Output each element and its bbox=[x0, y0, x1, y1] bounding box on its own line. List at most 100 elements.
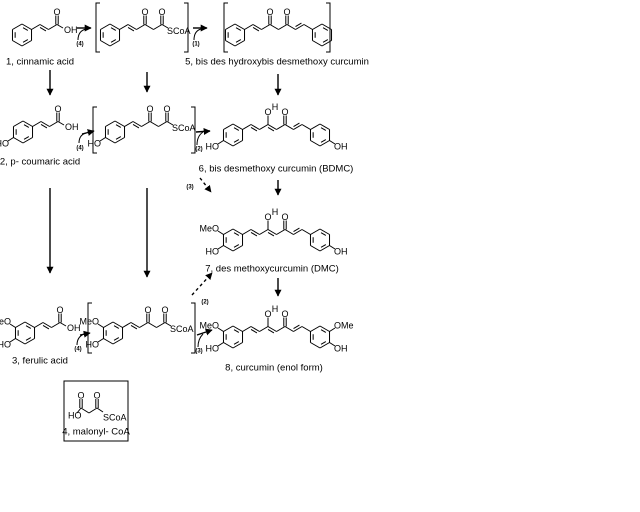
bond bbox=[124, 121, 134, 127]
double-bond bbox=[252, 26, 260, 32]
double-bond bbox=[293, 229, 303, 235]
double-bond bbox=[127, 26, 135, 32]
benzene-ring-bond bbox=[232, 123, 243, 130]
bracket-left bbox=[95, 2, 100, 53]
benzene-ring-bond bbox=[320, 139, 327, 143]
double-bond bbox=[250, 124, 260, 130]
atom-label: O bbox=[264, 309, 271, 319]
double-bond bbox=[42, 322, 52, 328]
double-bond bbox=[267, 326, 277, 332]
atom-label: O bbox=[266, 7, 273, 17]
benzene-ring-bond bbox=[115, 136, 122, 140]
benzene-ring-bond bbox=[223, 245, 234, 252]
benzene-ring-bond bbox=[105, 137, 116, 144]
atom-label: O bbox=[264, 107, 271, 117]
bond bbox=[49, 121, 59, 127]
double-bond bbox=[39, 24, 49, 30]
benzene-ring-bond bbox=[25, 337, 32, 341]
bond bbox=[80, 407, 90, 414]
benzene-ring-bond bbox=[100, 23, 111, 30]
bond bbox=[242, 124, 252, 130]
atom-label: O bbox=[281, 309, 288, 319]
benzene-ring-bond bbox=[310, 228, 321, 235]
bond bbox=[122, 322, 132, 328]
bond bbox=[217, 230, 224, 235]
bond bbox=[259, 124, 269, 130]
atom-label: O bbox=[144, 305, 151, 315]
benzene-ring-bond bbox=[320, 341, 327, 345]
bond bbox=[242, 229, 252, 235]
bond bbox=[276, 124, 286, 130]
benzene-ring-bond bbox=[319, 325, 330, 332]
label-curcumin: 8, curcumin (enol form) bbox=[225, 363, 323, 374]
benzene-ring-bond bbox=[13, 137, 24, 144]
bond bbox=[56, 24, 64, 29]
benzene-ring-bond bbox=[322, 39, 329, 43]
bond bbox=[278, 24, 288, 30]
bond bbox=[32, 121, 42, 127]
double-bond bbox=[250, 231, 258, 237]
atom-label: HO bbox=[88, 138, 102, 148]
benzene-ring-bond bbox=[312, 23, 323, 30]
benzene-ring-bond bbox=[113, 325, 120, 329]
label-ferulic-acid: 3, ferulic acid bbox=[12, 356, 68, 367]
benzene-ring-bond bbox=[234, 40, 245, 47]
double-bond bbox=[293, 227, 300, 233]
benzene-ring-bond bbox=[232, 342, 243, 349]
atom-label: O bbox=[281, 107, 288, 117]
benzene-ring-bond bbox=[22, 39, 29, 43]
hydrogen-bond-label: H bbox=[272, 207, 279, 217]
double-bond bbox=[42, 324, 50, 330]
atom-label: O bbox=[77, 390, 84, 400]
bracket-right bbox=[326, 2, 331, 53]
hydrogen-bond-label: H bbox=[272, 102, 279, 112]
atom-label: O bbox=[53, 7, 60, 17]
atom-label: O bbox=[163, 104, 170, 114]
bond bbox=[259, 229, 269, 235]
bond bbox=[284, 229, 294, 235]
bracket-left bbox=[87, 302, 92, 354]
bond bbox=[139, 322, 149, 328]
step-label: (4) bbox=[74, 347, 81, 353]
reaction-arrow bbox=[196, 328, 213, 336]
benzene-ring-bond bbox=[310, 325, 321, 332]
benzene-ring-bond bbox=[322, 27, 329, 31]
benzene-ring-bond bbox=[21, 23, 32, 30]
double-bond bbox=[293, 326, 303, 332]
benzene-ring-bond bbox=[24, 338, 35, 345]
step-label: (3) bbox=[195, 349, 202, 355]
bond bbox=[158, 121, 168, 127]
atom-label: OH bbox=[334, 246, 348, 256]
benzene-ring-bond bbox=[21, 40, 32, 47]
benzene-ring-bond bbox=[225, 23, 236, 30]
atom-label: HO bbox=[206, 343, 220, 353]
benzene-ring-bond bbox=[23, 124, 30, 128]
bond bbox=[9, 338, 16, 343]
atom-label: HO bbox=[0, 339, 11, 349]
benzene-ring-bond bbox=[310, 123, 321, 130]
double-bond bbox=[132, 123, 140, 129]
benzene-ring-bond bbox=[12, 40, 23, 47]
bond bbox=[301, 229, 311, 235]
benzene-ring-bond bbox=[114, 137, 125, 144]
benzene-ring-bond bbox=[233, 139, 240, 143]
bond bbox=[156, 322, 166, 328]
bond bbox=[276, 229, 286, 235]
atom-label: OH bbox=[67, 323, 81, 333]
step-label: (3) bbox=[186, 185, 193, 191]
benzene-ring-bond bbox=[235, 39, 242, 43]
reaction-arrow bbox=[195, 127, 211, 135]
bond bbox=[217, 140, 224, 145]
benzene-ring-bond bbox=[225, 40, 236, 47]
atom-label: HO bbox=[68, 410, 82, 420]
benzene-ring-bond bbox=[114, 120, 125, 127]
step-label: (4) bbox=[76, 42, 83, 48]
benzene-ring-bond bbox=[22, 27, 29, 31]
benzene-ring-bond bbox=[105, 120, 116, 127]
benzene-ring-bond bbox=[232, 325, 243, 332]
label-p-coumaric-acid: 2, p- coumaric acid bbox=[0, 157, 80, 168]
benzene-ring-bond bbox=[233, 329, 240, 333]
atom-label: O bbox=[141, 7, 148, 17]
benzene-ring-bond bbox=[24, 321, 35, 328]
bond bbox=[31, 24, 41, 30]
